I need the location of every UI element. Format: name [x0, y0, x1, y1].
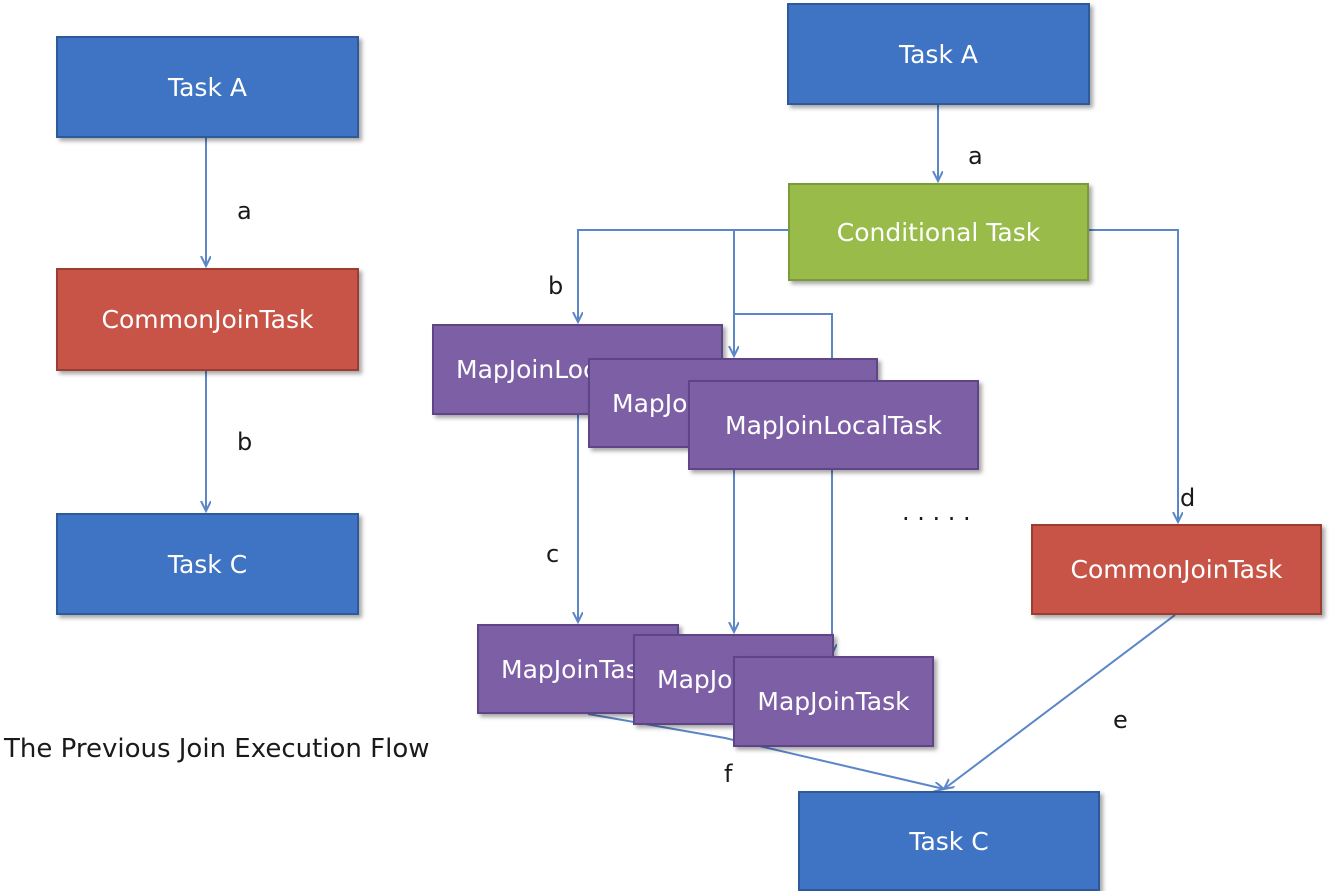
left-common-join-task: CommonJoinTask — [56, 268, 359, 371]
edge-d — [1088, 229, 1178, 522]
right-edge-f-label: f — [724, 760, 733, 788]
left-task-c: Task C — [56, 513, 359, 615]
conditional-task-label: Conditional Task — [836, 217, 1041, 247]
right-edge-c-label: c — [546, 540, 560, 568]
left-task-c-label: Task C — [167, 549, 248, 579]
left-edge-a-label: a — [237, 197, 252, 225]
left-task-a-label: Task A — [167, 72, 247, 102]
conditional-task: Conditional Task — [788, 183, 1089, 281]
edge-b-1 — [578, 229, 790, 322]
map-join-local-task-3-label: MapJoinLocalTask — [725, 410, 942, 440]
map-join-task-3: MapJoinTask — [733, 656, 934, 747]
right-common-join-label: CommonJoinTask — [1070, 555, 1283, 584]
ellipsis: . . . . . — [902, 498, 971, 526]
right-edge-a-label: a — [968, 142, 983, 170]
left-task-a: Task A — [56, 36, 359, 138]
right-edge-d-label: d — [1180, 484, 1196, 512]
left-common-join-label: CommonJoinTask — [101, 305, 314, 334]
map-join-local-task-3: MapJoinLocalTask — [688, 380, 979, 470]
map-join-task-3-label: MapJoinTask — [757, 687, 910, 716]
left-edge-b-label: b — [237, 428, 253, 456]
right-edge-b-label: b — [548, 272, 564, 300]
right-task-a-label: Task A — [898, 39, 978, 69]
right-task-c-label: Task C — [909, 826, 989, 856]
right-task-c: Task C — [798, 791, 1100, 891]
right-edge-e-label: e — [1113, 706, 1128, 734]
right-task-a: Task A — [787, 3, 1090, 105]
diagram-caption: The Previous Join Execution Flow — [4, 734, 430, 764]
map-join-task-1-label: MapJoinTask — [501, 654, 654, 684]
edge-b-3 — [734, 313, 833, 378]
edge-e — [944, 614, 1176, 789]
right-common-join-task: CommonJoinTask — [1031, 524, 1322, 615]
